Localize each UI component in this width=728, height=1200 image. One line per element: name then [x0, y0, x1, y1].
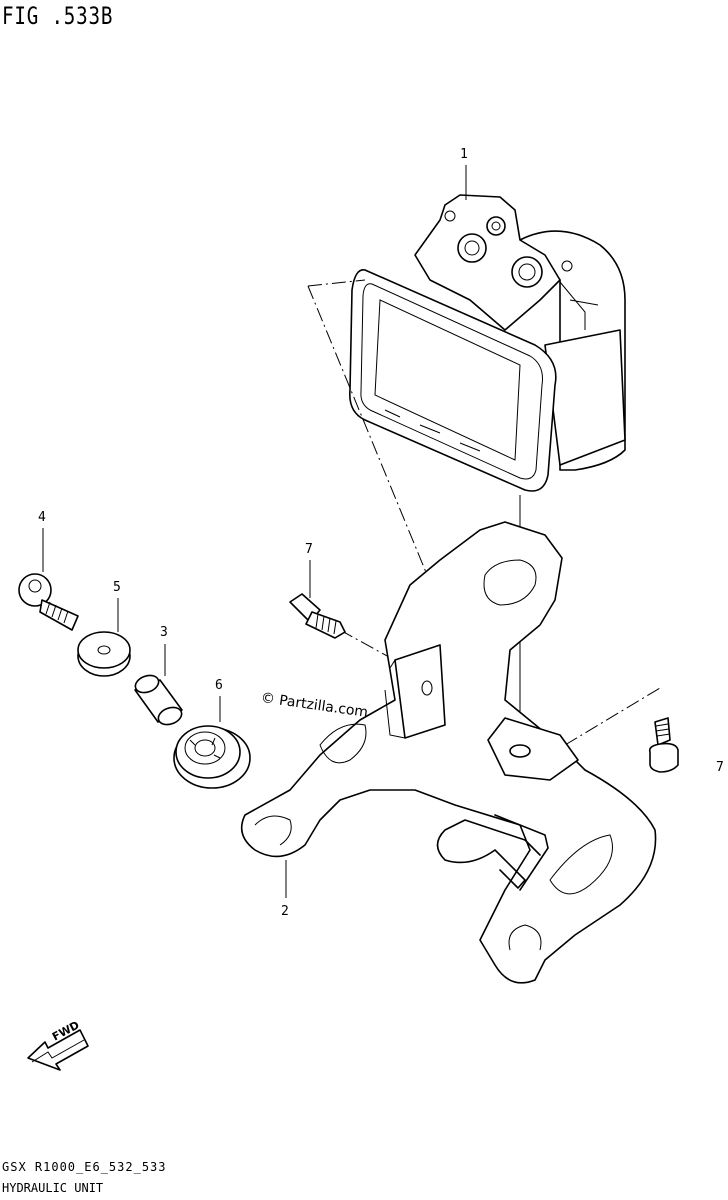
callout-1: 1: [460, 147, 468, 162]
bolt-part-4: [18, 528, 79, 631]
callout-5: 5: [113, 580, 121, 595]
hydraulic-unit-part-1: [348, 194, 626, 492]
callout-7-right: 7: [716, 760, 724, 775]
bolt-part-7-right: [648, 717, 679, 773]
callout-2: 2: [281, 904, 289, 919]
collar-part-3: [134, 644, 183, 726]
footer-code: GSX R1000_E6_532_533: [2, 1160, 167, 1174]
grommet-part-6: [173, 696, 251, 789]
bolt-part-7-upper: [289, 560, 346, 639]
fwd-arrow-icon: [27, 1029, 89, 1071]
washer-part-5: [77, 598, 131, 677]
bracket-part-2: [240, 521, 657, 984]
footer-title: HYDRAULIC UNIT: [2, 1181, 104, 1195]
callout-7-upper: 7: [305, 542, 313, 557]
callout-6: 6: [215, 678, 223, 693]
figure-title: FIG .533B: [2, 2, 114, 30]
callout-3: 3: [160, 625, 168, 640]
callout-4: 4: [38, 510, 46, 525]
